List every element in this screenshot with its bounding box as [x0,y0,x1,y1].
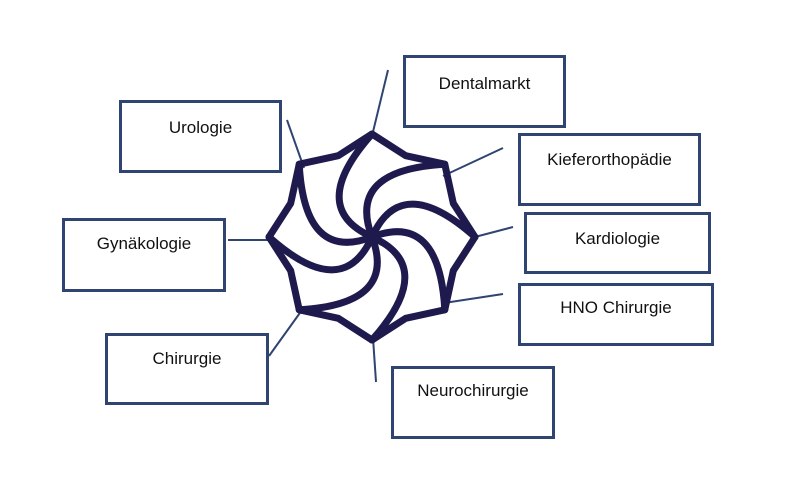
connector-line [371,69,389,137]
spiral-flower-symbol [265,130,479,344]
node-box-chirurgie: Chirurgie [105,333,269,405]
node-box-hno-chirurgie: HNO Chirurgie [518,283,714,346]
node-label-dentalmarkt: Dentalmarkt [438,74,531,93]
node-box-neurochirurgie: Neurochirurgie [391,366,555,439]
symbol-spoke [368,228,449,314]
connector-lines [228,69,514,383]
symbol-spoke [295,160,376,246]
node-label-kieferorthopaedie: Kieferorthopädie [547,150,672,169]
connector-line [268,309,303,357]
symbol-spoke [335,130,376,241]
connector-line [286,119,305,169]
node-box-dentalmarkt: Dentalmarkt [403,55,566,128]
symbol-spoke [265,233,376,274]
node-label-neurochirurgie: Neurochirurgie [417,381,529,400]
connector-line [443,293,504,304]
node-label-hno-chirurgie: HNO Chirurgie [560,298,672,317]
node-label-gynaekologie: Gynäkologie [96,234,192,253]
node-label-chirurgie: Chirurgie [152,349,222,368]
node-box-urologie: Urologie [119,100,282,173]
symbol-spoke [295,233,381,314]
node-box-kardiologie: Kardiologie [524,212,711,274]
node-label-urologie: Urologie [168,118,233,137]
node-label-kardiologie: Kardiologie [574,229,661,248]
connector-line [442,147,504,177]
symbol-spoke [363,160,449,241]
connector-line [372,337,377,383]
node-box-kieferorthopaedie: Kieferorthopädie [518,133,701,206]
node-box-gynaekologie: Gynäkologie [62,218,226,292]
symbol-spoke [368,233,409,344]
symbol-spoke [368,200,479,241]
